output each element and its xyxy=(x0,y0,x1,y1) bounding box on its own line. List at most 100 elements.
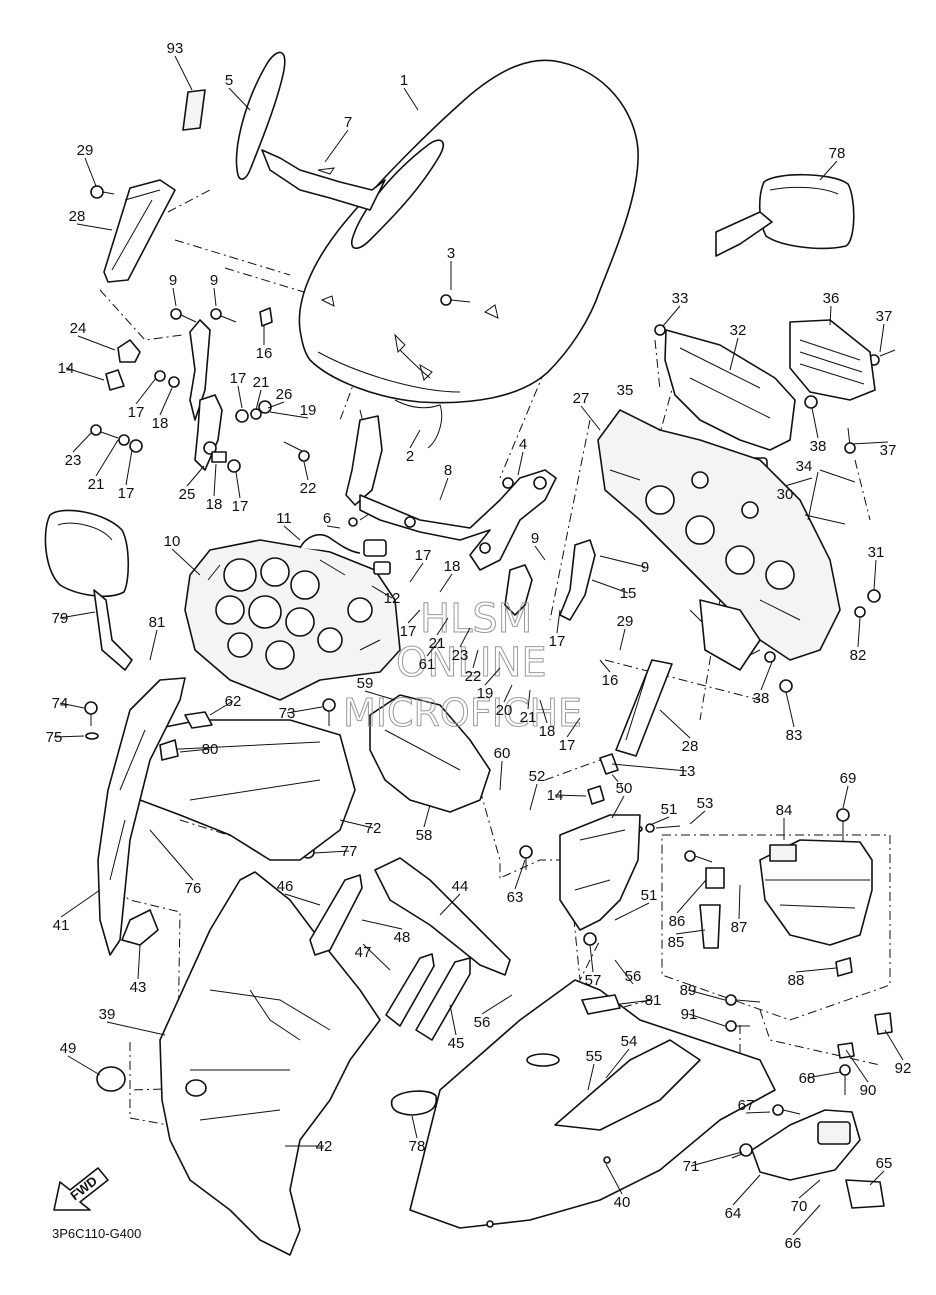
callout-28: 28 xyxy=(69,208,86,225)
callout-31: 31 xyxy=(868,544,885,561)
callout-8: 8 xyxy=(444,462,452,479)
callout-56: 56 xyxy=(625,968,642,985)
callout-17: 17 xyxy=(128,404,145,421)
leader-line xyxy=(499,760,503,791)
windshield xyxy=(298,59,639,449)
leader-line xyxy=(619,628,626,651)
leader-line xyxy=(159,387,173,416)
callout-18: 18 xyxy=(444,558,461,575)
callout-17: 17 xyxy=(549,633,566,650)
leader-line xyxy=(179,748,211,753)
sticker xyxy=(182,89,206,131)
leader-line xyxy=(587,1063,595,1091)
callout-46: 46 xyxy=(277,878,294,895)
leader-line xyxy=(423,804,431,828)
callout-79: 79 xyxy=(52,610,69,627)
air-duct-36 xyxy=(789,319,876,401)
leader-line xyxy=(662,305,681,327)
leader-line xyxy=(527,689,531,710)
leader-line xyxy=(407,609,421,624)
callout-81: 81 xyxy=(149,614,166,631)
leader-line xyxy=(149,629,158,661)
mount-bracket-left xyxy=(105,307,273,473)
callout-33: 33 xyxy=(672,290,689,307)
leader-line xyxy=(472,649,479,669)
leader-line xyxy=(738,884,741,920)
leader-line xyxy=(324,129,349,163)
leader-line xyxy=(326,525,341,529)
callout-69: 69 xyxy=(840,770,857,787)
stay-rod-30 xyxy=(804,469,856,525)
callout-20: 20 xyxy=(496,702,513,719)
leader-line xyxy=(174,55,193,91)
leader-line xyxy=(649,816,670,826)
callout-77: 77 xyxy=(341,843,358,860)
callout-48: 48 xyxy=(394,929,411,946)
leader-line xyxy=(439,477,449,501)
callout-9: 9 xyxy=(169,272,177,289)
callout-18: 18 xyxy=(152,415,169,432)
leader-line xyxy=(439,893,461,916)
leader-line xyxy=(792,1204,821,1236)
leader-line xyxy=(362,943,391,971)
leader-line xyxy=(77,335,116,351)
leader-line xyxy=(798,1179,821,1199)
callout-22: 22 xyxy=(300,480,317,497)
callout-16: 16 xyxy=(602,672,619,689)
leader-line xyxy=(851,441,889,445)
leader-line xyxy=(269,411,309,419)
leader-line xyxy=(409,429,421,449)
leader-line xyxy=(659,709,691,739)
callout-91: 91 xyxy=(681,1006,698,1023)
leader-line xyxy=(589,944,594,973)
callout-50: 50 xyxy=(616,780,633,797)
callout-14: 14 xyxy=(547,787,564,804)
callout-41: 41 xyxy=(53,917,70,934)
leader-line xyxy=(514,859,526,890)
leader-line xyxy=(729,337,739,371)
leader-line xyxy=(59,702,85,709)
callout-21: 21 xyxy=(429,635,446,652)
leader-line xyxy=(529,783,538,811)
cowling-stay-right xyxy=(597,409,841,671)
trim-strip-right xyxy=(615,659,673,757)
leader-line xyxy=(403,87,419,111)
leader-line xyxy=(286,706,323,714)
leader-line xyxy=(186,465,205,487)
leader-line xyxy=(72,431,93,453)
callout-82: 82 xyxy=(850,647,867,664)
callout-75: 75 xyxy=(46,729,63,746)
callout-55: 55 xyxy=(586,1048,603,1065)
leader-line xyxy=(554,794,587,797)
callout-9: 9 xyxy=(531,530,539,547)
watermark-line-3: MICROFICHE xyxy=(343,691,582,735)
side-cowl-40 xyxy=(390,979,776,1229)
callout-89: 89 xyxy=(680,982,697,999)
leader-line xyxy=(459,627,471,648)
callout-19: 19 xyxy=(300,402,317,419)
callout-92: 92 xyxy=(895,1060,912,1077)
callout-68: 68 xyxy=(799,1070,816,1087)
leader-line xyxy=(599,555,646,568)
callout-32: 32 xyxy=(730,322,747,339)
leader-line xyxy=(53,735,85,738)
callout-84: 84 xyxy=(776,802,793,819)
wind-deflectors xyxy=(235,51,444,250)
callout-10: 10 xyxy=(164,533,181,550)
leader-line xyxy=(67,1055,101,1076)
clip-13 xyxy=(599,753,619,775)
leader-line xyxy=(811,407,819,439)
leader-line xyxy=(409,562,424,583)
callout-17: 17 xyxy=(118,485,135,502)
callout-1: 1 xyxy=(400,72,408,89)
callout-36: 36 xyxy=(823,290,840,307)
callout-86: 86 xyxy=(669,913,686,930)
leader-line xyxy=(439,573,453,593)
callout-45: 45 xyxy=(448,1035,465,1052)
mirror-right xyxy=(715,173,855,257)
leader-line xyxy=(566,717,581,738)
mirror-left xyxy=(44,509,133,671)
leader-line xyxy=(869,1170,885,1186)
